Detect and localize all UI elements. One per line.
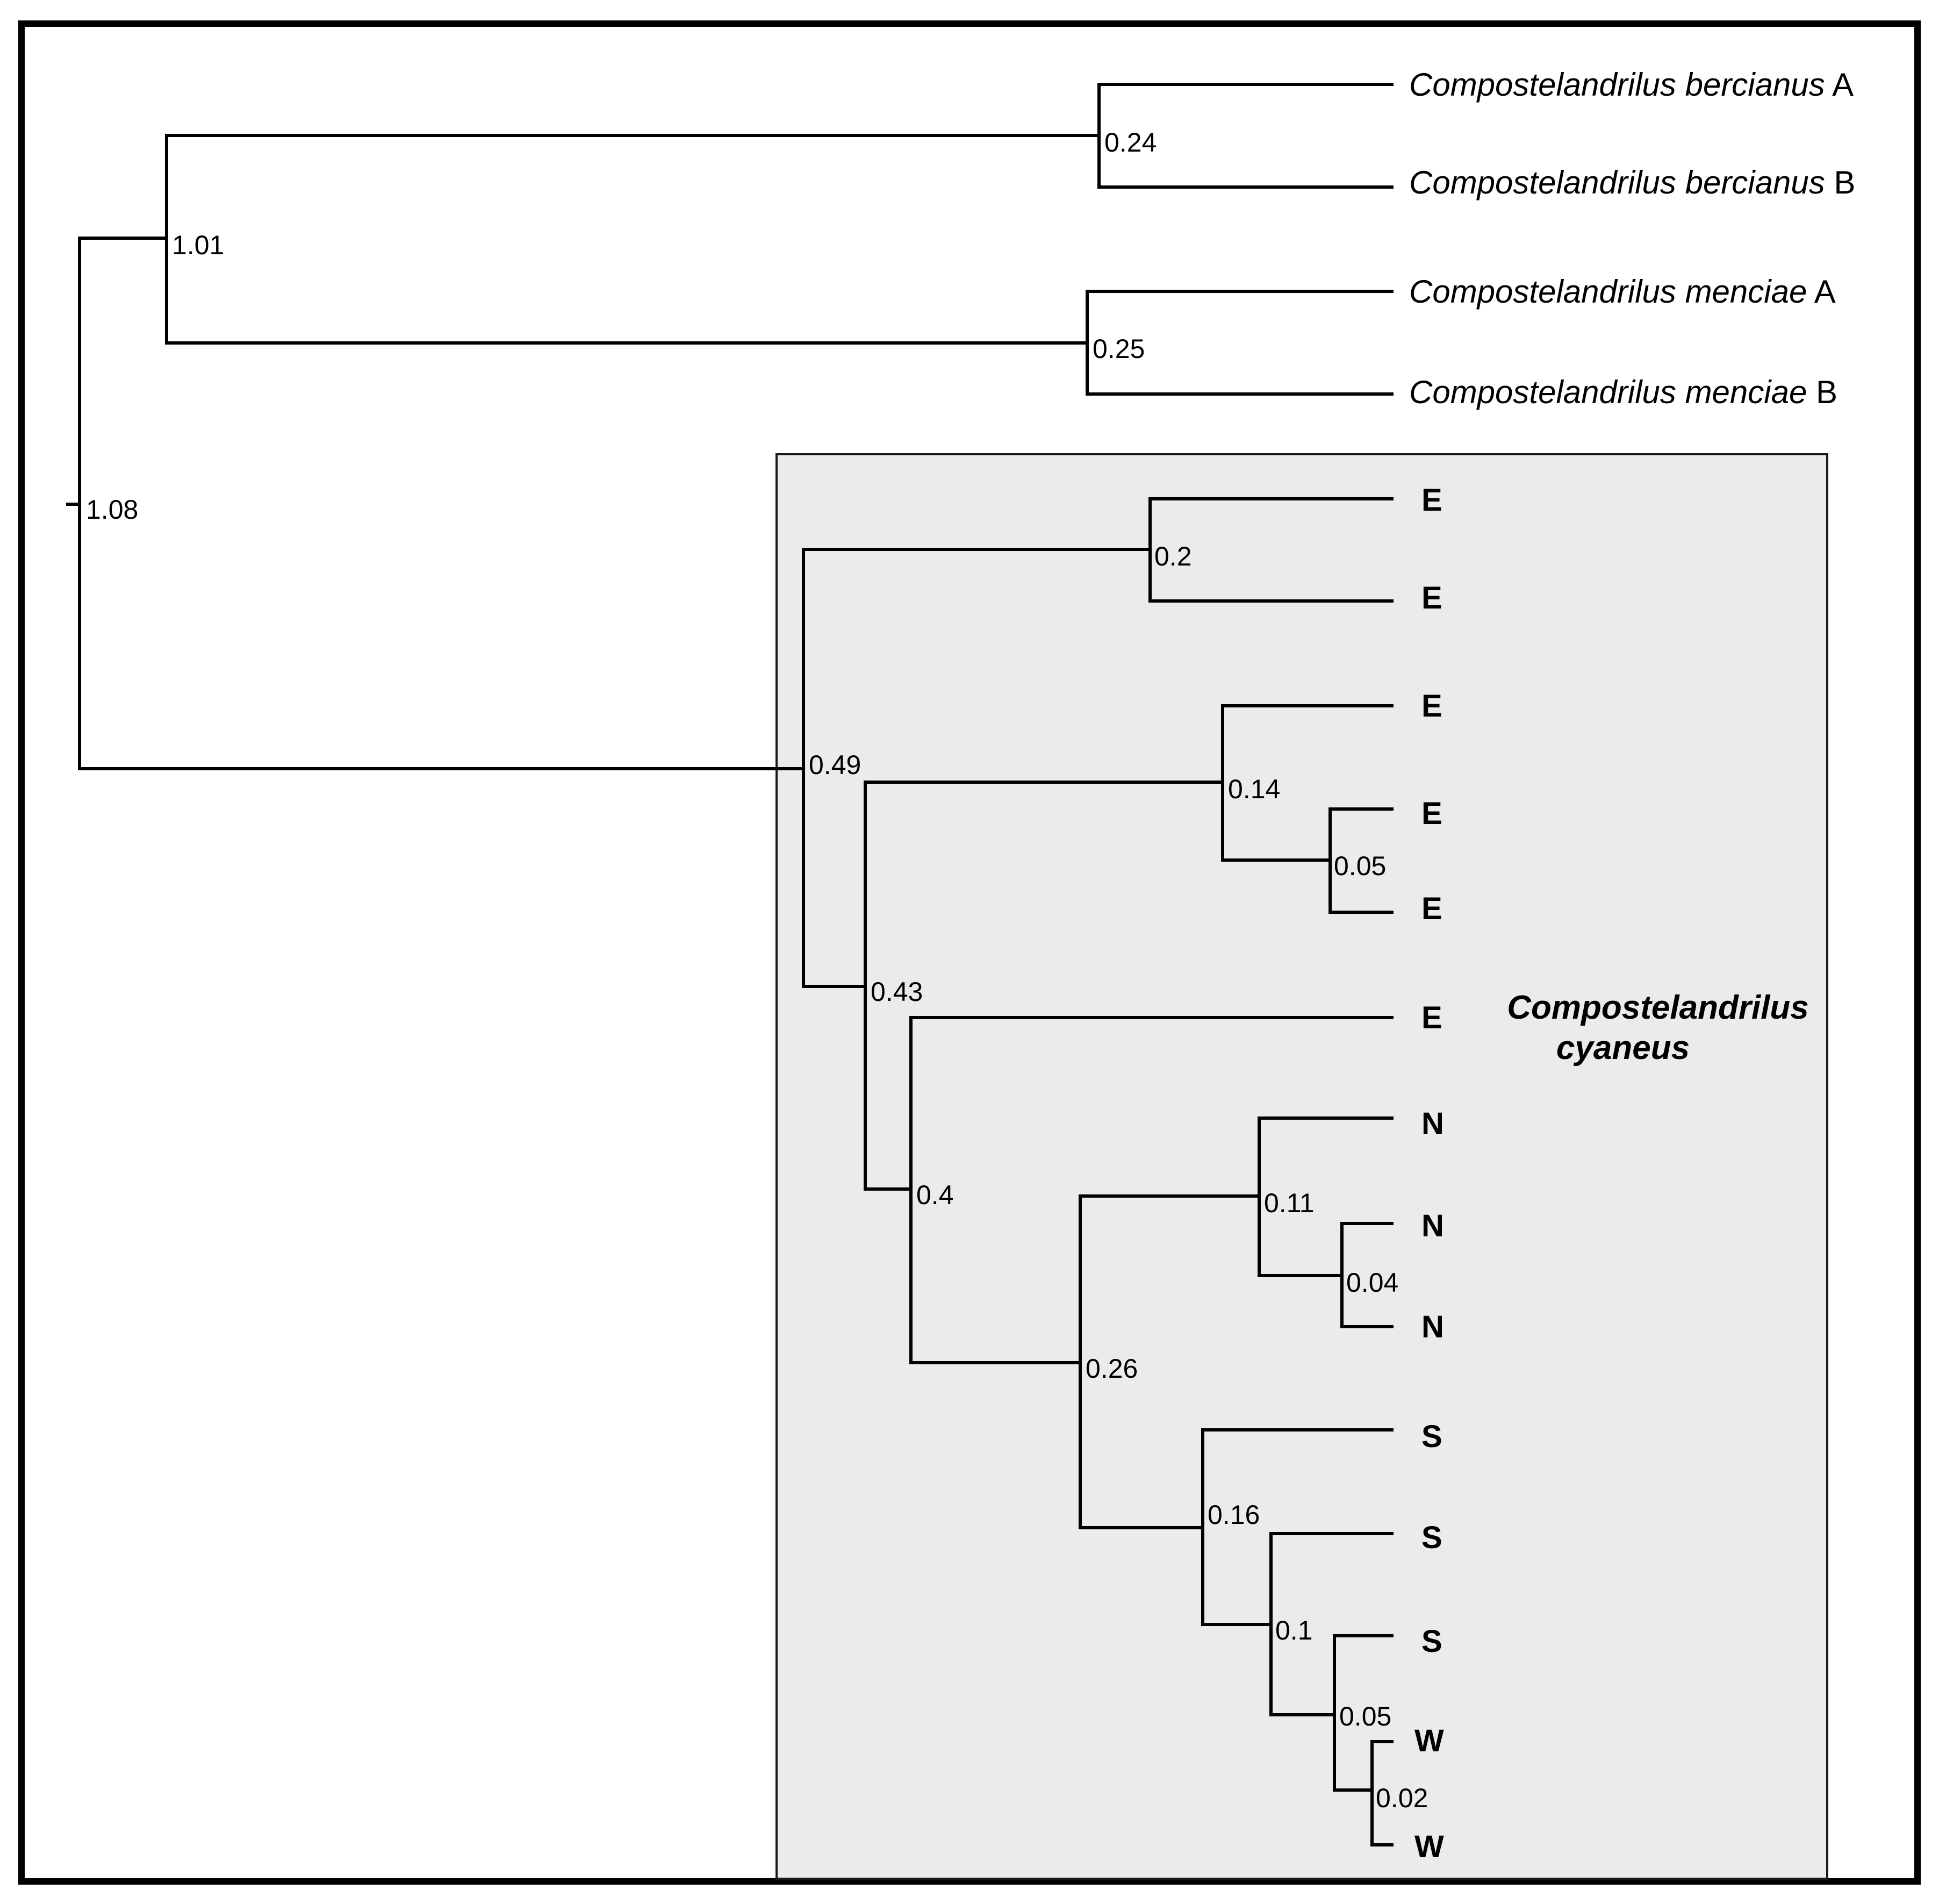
support-menciae: 0.25 [1093,334,1145,364]
tip-label: N [1421,1208,1444,1243]
cyaneus-clade-panel [775,453,1828,1880]
support-sw: 0.05 [1339,1701,1391,1731]
support-s-group: 0.16 [1208,1500,1260,1530]
clade-name-line1: Compostelandrilus [1507,989,1809,1026]
outgroup-taxon-labels: Compostelandrilus bercianus A Compostela… [1409,67,1855,410]
support-n-group: 0.11 [1264,1188,1315,1218]
tip-label: S [1421,1520,1442,1555]
taxon-label: Compostelandrilus menciae B [1409,374,1837,410]
clade-name: Compostelandrilus cyaneus [1507,989,1809,1066]
support-cyaneus: 0.49 [809,750,861,780]
tip-label: E [1421,483,1442,518]
support-n-sub: 0.04 [1346,1268,1398,1298]
support-e-triplet: 0.14 [1228,774,1280,804]
taxon-label: Compostelandrilus bercianus A [1409,67,1854,103]
taxon-label: Compostelandrilus bercianus B [1409,164,1855,201]
tip-label: E [1421,581,1442,615]
clade-tip-labels: E E E E E E N N N S S S W W [1414,483,1444,1864]
tip-label: E [1421,891,1442,926]
tip-label: N [1421,1106,1444,1141]
support-s-sub: 0.1 [1275,1615,1313,1645]
support-e-rest: 0.4 [916,1180,954,1210]
support-e-sub: 0.05 [1334,851,1386,881]
support-ns: 0.26 [1086,1354,1138,1384]
tree-branches [66,83,1394,1846]
tip-label: E [1421,1000,1442,1035]
node-support-values: 1.08 1.01 0.24 0.25 0.49 0.2 0.43 0.14 0… [86,127,1428,1813]
support-bercianus: 0.24 [1104,127,1157,158]
tip-label: N [1421,1309,1444,1344]
clade-name-line2: cyaneus [1556,1029,1690,1066]
support-outgroup: 1.01 [172,230,224,260]
tip-label: W [1414,1723,1444,1758]
support-inner: 0.43 [871,977,923,1007]
support-root: 1.08 [86,495,138,525]
support-e-pair: 0.2 [1154,541,1192,571]
tip-label: W [1414,1829,1444,1864]
taxon-label: Compostelandrilus menciae A [1409,274,1836,310]
tip-label: S [1421,1419,1442,1454]
figure-frame [18,20,1921,1885]
support-w-pair: 0.02 [1376,1783,1428,1813]
tip-label: S [1421,1624,1442,1659]
tip-label: E [1421,689,1442,724]
tip-label: E [1421,796,1442,831]
